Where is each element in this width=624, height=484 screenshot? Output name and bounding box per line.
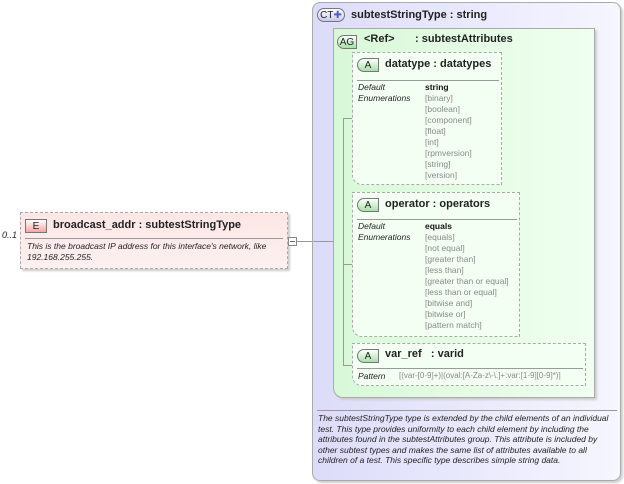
complex-type-badge: CT✚ <box>317 8 345 22</box>
attribute-operator[interactable]: A operator : operators Default Enumerati… <box>352 192 520 337</box>
attribute-var-ref[interactable]: A var_ref : varid Pattern [(var-[0-9]+)|… <box>352 343 586 386</box>
enum-value: [component] <box>425 115 472 125</box>
default-value: equals <box>425 221 452 231</box>
enum-value: [boolean] <box>425 104 460 114</box>
enumerations-label: Enumerations <box>358 232 411 242</box>
enum-value: [bitwise and] <box>425 298 473 308</box>
occurrence-label: 0..1 <box>2 230 18 240</box>
enum-value: [binary] <box>425 93 453 103</box>
complex-type-description: The subtestStringType type is extended b… <box>318 413 609 466</box>
enumerations-label: Enumerations <box>358 93 411 103</box>
enum-value: [less than] <box>425 265 464 275</box>
element-description: This is the broadcast IP address for thi… <box>27 241 267 262</box>
complex-type-title: subtestStringType : string <box>351 9 488 21</box>
enum-value: [float] <box>425 126 446 136</box>
attribute-title: var_ref : varid <box>385 348 464 360</box>
attribute-group-badge: AG <box>337 35 357 49</box>
enum-value: [greater than or equal] <box>425 276 509 286</box>
enum-value: [int] <box>425 137 439 147</box>
enum-value: [less than or equal] <box>425 287 497 297</box>
default-label: Default <box>358 82 385 92</box>
element-title: broadcast_addr : subtestStringType <box>53 219 242 231</box>
pattern-label: Pattern <box>358 371 386 381</box>
enum-value: [version] <box>425 170 458 180</box>
attribute-title: datatype : datatypes <box>385 58 492 70</box>
attribute-badge: A <box>357 349 379 363</box>
collapse-toggle[interactable] <box>288 237 297 246</box>
element-broadcast-addr[interactable]: E broadcast_addr : subtestStringType Thi… <box>20 212 288 269</box>
attribute-badge: A <box>357 198 379 212</box>
element-badge: E <box>25 219 47 233</box>
enum-value: [bitwise or] <box>425 309 466 319</box>
attribute-badge: A <box>357 58 379 72</box>
default-value: string <box>425 82 449 92</box>
enum-value: [pattern match] <box>425 320 482 330</box>
plus-icon: ✚ <box>333 10 342 21</box>
ct-label: CT <box>320 10 334 21</box>
enum-value: [greater than] <box>425 254 476 264</box>
default-label: Default <box>358 221 385 231</box>
enum-value: [rpmversion] <box>425 148 472 158</box>
attribute-group-ref: <Ref> <box>364 33 395 45</box>
enum-value: [equals] <box>425 232 455 242</box>
enum-value: [not equal] <box>425 243 465 253</box>
enum-value: [string] <box>425 159 451 169</box>
pattern-value: [(var-[0-9]+)|(oval:[A-Za-z\-\.]+:var:[1… <box>399 371 561 380</box>
attribute-datatype[interactable]: A datatype : datatypes Default Enumerati… <box>352 52 502 185</box>
attribute-group-name: : subtestAttributes <box>415 33 513 45</box>
attribute-title: operator : operators <box>385 198 491 210</box>
